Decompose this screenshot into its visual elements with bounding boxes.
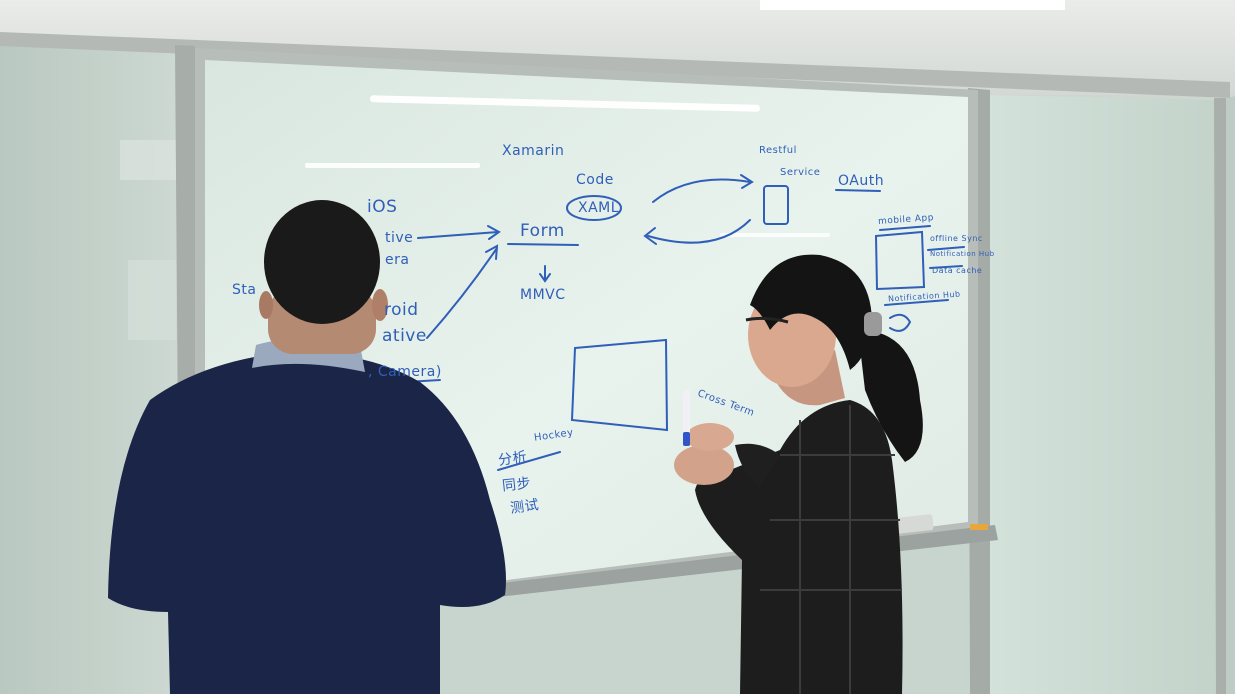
board-drawings [371,174,965,471]
ceiling-light [760,0,1065,10]
text-service: Service [780,167,821,178]
text-ios: iOS [367,197,398,217]
text-xaml: XAML [578,200,620,216]
eraser [894,514,934,534]
text-code: Code [576,172,614,188]
text-analysis: 分析 [497,449,529,469]
text-sync: 同步 [501,475,532,495]
text-test: 测试 [509,497,541,517]
text-native: tive [385,230,414,246]
text-camera: , Camera) [368,364,442,380]
text-start: Sta [232,282,257,298]
text-oauth: OAuth [838,173,885,189]
text-android-native: ative [382,326,427,346]
text-xamarin: Xamarin [502,143,565,159]
text-data-cache: Data cache [932,266,983,275]
woman-figure [674,254,923,694]
text-android: roid [384,300,419,320]
text-notification-hub: Notification Hub [930,250,995,258]
text-restful: Restful [759,145,797,156]
text-offline-sync: offline Sync [930,234,983,243]
top-frame [0,32,1230,98]
man-figure [108,200,506,694]
right-glass-panel [985,95,1220,694]
text-camera-top: era [385,252,410,268]
text-form: Form [520,221,565,241]
text-mvvc: MMVC [520,287,566,303]
